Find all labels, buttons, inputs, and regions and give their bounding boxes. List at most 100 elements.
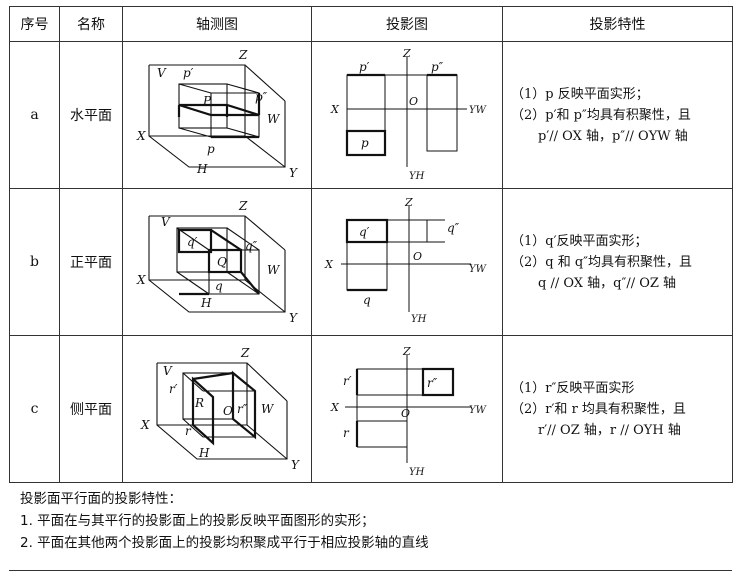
label-w-proj: p″ (255, 90, 268, 104)
label-YW: YW (469, 105, 487, 116)
properties-cell: （1）q′反映平面实形； （2）q 和 q″均具有积聚性，且 q // OX 轴… (502, 188, 733, 336)
header-index: 序号 (9, 6, 60, 42)
label-w-proj: r″ (237, 402, 248, 416)
label-w-proj: q″ (245, 239, 258, 253)
row-name: 正平面 (59, 188, 123, 336)
label-X: X (330, 401, 340, 414)
projection-cell: Z q′ q″ X O YW q YH (311, 188, 503, 336)
label-v-proj: p′ (359, 60, 370, 74)
table-row: b 正平面 (9, 188, 733, 336)
header-axonometric: 轴测图 (122, 6, 312, 42)
label-Z: Z (402, 345, 411, 358)
label-O: O (401, 407, 410, 420)
label-v-proj: r′ (169, 382, 178, 396)
projection-cell: Z p′ p″ X O YW p YH (311, 41, 503, 189)
table-row: a 水平面 (9, 41, 733, 189)
summary-line: 2. 平面在其他两个投影面上的投影均积聚成平行于相应投影轴的直线 (20, 535, 429, 551)
property-line: （2）p′和 p″均具有积聚性，且 (511, 107, 691, 123)
label-Y: Y (289, 311, 298, 325)
row-index: c (9, 335, 60, 483)
row-name: 水平面 (59, 41, 123, 189)
label-X: X (140, 418, 150, 432)
label-H: H (196, 162, 208, 176)
label-h-proj: q (363, 293, 371, 307)
projection-diagram: Z q′ q″ X O YW q YH (324, 196, 487, 325)
label-V: V (163, 364, 173, 378)
header-projection: 投影图 (311, 6, 503, 42)
property-line: p′// OX 轴，p″// OYW 轴 (538, 128, 688, 144)
projection-diagram: Z p′ p″ X O YW p YH (330, 47, 487, 182)
summary-block: 投影面平行面的投影特性： 1. 平面在与其平行的投影面上的投影反映平面图形的实形… (20, 488, 429, 554)
label-v-proj: p′ (183, 66, 194, 80)
axonometric-cell: V Z q′ q″ Q W X q H Y (122, 188, 312, 336)
projection-cell: Z r′ r″ X O YW r YH (311, 335, 503, 483)
label-Z: Z (402, 47, 411, 60)
property-line: （1）r″反映平面实形 (511, 380, 635, 396)
property-line: q // OX 轴，q″// OZ 轴 (538, 275, 677, 291)
row-name: 侧平面 (59, 335, 123, 483)
label-h-proj: r (343, 426, 350, 440)
label-v-proj: q′ (359, 225, 370, 239)
property-line: （2）r′和 r 均具有积聚性，且 (511, 401, 686, 417)
label-X: X (330, 103, 340, 116)
label-h-proj: q (215, 279, 223, 293)
axonometric-diagram: V Z p′ P p″ W X p H Y (136, 48, 298, 180)
projection-table: 序号 名称 轴测图 投影图 投影特性 a 水平面 (9, 6, 733, 483)
header-properties: 投影特性 (502, 6, 733, 42)
label-YH: YH (411, 314, 427, 325)
label-X: X (136, 273, 146, 287)
label-H: H (200, 296, 212, 310)
label-v-proj: r′ (343, 374, 352, 388)
summary-title: 投影面平行面的投影特性： (20, 491, 182, 507)
row-index: a (9, 41, 60, 189)
axonometric-diagram: V Z q′ q″ Q W X q H Y (136, 199, 298, 325)
properties-cell: （1）r″反映平面实形 （2）r′和 r 均具有积聚性，且 r′// OZ 轴，… (502, 335, 733, 483)
label-YW: YW (469, 264, 487, 275)
label-X: X (136, 129, 146, 143)
label-origin: O (223, 404, 233, 418)
label-Z: Z (238, 199, 248, 213)
label-W: W (267, 112, 281, 126)
label-Y: Y (291, 458, 300, 472)
label-Y: Y (289, 166, 298, 180)
table-row: c 侧平面 (9, 335, 733, 483)
projection-diagram: Z r′ r″ X O YW r YH (330, 345, 487, 478)
axonometric-diagram: V Z r′ R O r″ W X r H Y (140, 346, 300, 472)
label-Z: Z (240, 346, 250, 360)
label-w-proj: r″ (427, 376, 438, 390)
label-Z: Z (238, 48, 248, 62)
label-W: W (261, 402, 275, 416)
property-line: r′// OZ 轴，r // OYH 轴 (538, 422, 681, 438)
label-YH: YH (409, 171, 425, 182)
header-row: 序号 名称 轴测图 投影图 投影特性 (9, 6, 733, 42)
label-h-proj: r (185, 424, 192, 438)
label-W: W (267, 263, 281, 277)
row-index: b (9, 188, 60, 336)
properties-cell: （1）p 反映平面实形； （2）p′和 p″均具有积聚性，且 p′// OX 轴… (502, 41, 733, 189)
label-w-proj: q″ (447, 221, 460, 235)
label-YH: YH (409, 467, 425, 478)
label-v-proj: q′ (187, 235, 198, 249)
label-H: H (198, 446, 210, 460)
summary-line: 1. 平面在与其平行的投影面上的投影反映平面图形的实形； (20, 513, 375, 529)
label-Z: Z (404, 196, 413, 209)
label-O: O (413, 250, 422, 263)
property-line: （2）q 和 q″均具有积聚性，且 (511, 254, 693, 270)
label-h-proj: p (207, 142, 215, 156)
label-plane: R (194, 396, 204, 410)
label-plane: P (202, 94, 212, 108)
axonometric-cell: V Z p′ P p″ W X p H Y (122, 41, 312, 189)
label-plane: Q (217, 255, 227, 269)
bottom-rule (9, 570, 732, 571)
label-V: V (157, 66, 167, 80)
label-O: O (409, 95, 418, 108)
label-w-proj: p″ (431, 60, 444, 74)
label-YW: YW (469, 405, 487, 416)
label-h-proj: p (361, 136, 369, 150)
label-V: V (161, 215, 171, 229)
label-X: X (324, 258, 334, 271)
property-line: （1）p 反映平面实形； (511, 86, 649, 102)
property-line: （1）q′反映平面实形； (511, 233, 648, 249)
axonometric-cell: V Z r′ R O r″ W X r H Y (122, 335, 312, 483)
header-name: 名称 (59, 6, 123, 42)
